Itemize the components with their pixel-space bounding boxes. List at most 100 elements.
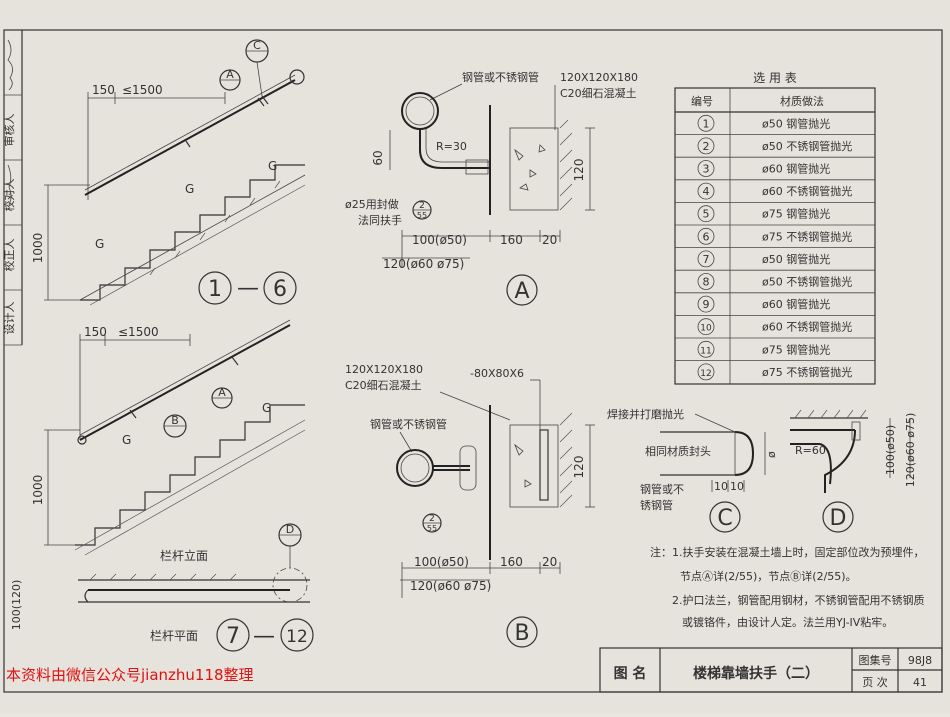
note-line-4: 或镀铬件，由设计人定。法兰用YJ-IV粘牢。 (682, 615, 893, 629)
row-number: 9 (703, 298, 710, 311)
row-number-circle (697, 160, 715, 177)
dim-v2: 120(ø60 ø75) (904, 413, 917, 488)
dim-120-v: 120 (572, 159, 586, 182)
dim-160: 160 (500, 233, 523, 247)
row-number-circle (697, 273, 715, 290)
ref-num: 2 (419, 201, 425, 211)
label-plate: -80X80X6 (470, 367, 524, 380)
title-block: 图 名 楼梯靠墙扶手（二） 图集号 98J8 页 次 41 (599, 647, 943, 693)
label-G: G (268, 159, 277, 173)
range-start: 7 (226, 624, 240, 649)
row-number: 6 (703, 230, 710, 243)
row-spec: ø75 钢管抛光 (762, 207, 830, 221)
row-number-circle (697, 227, 715, 245)
dim-150: 150 (92, 83, 115, 97)
dim-120-total: 120(ø60 ø75) (410, 579, 491, 593)
range-start-circle (216, 618, 250, 652)
row-number-circle (697, 182, 715, 200)
tag-A: A (226, 68, 234, 81)
detail-A: 钢管或不锈钢管 120X120X180 C20细石混凝土 R=30 60 120… (345, 70, 638, 306)
row-number: 4 (703, 185, 710, 198)
row-number: 11 (700, 346, 711, 356)
signature-mark (7, 164, 12, 206)
row-number-circle (697, 205, 715, 223)
dim-120-total: 120(ø60 ø75) (383, 257, 464, 271)
row-spec: ø60 不锈钢管抛光 (762, 320, 852, 334)
dim-20: 20 (542, 555, 557, 569)
signature-mark (7, 39, 13, 91)
label-weld: 焊接并打磨抛光 (607, 407, 684, 421)
label-concrete: C20细石混凝土 (560, 86, 637, 100)
label-G: G (185, 182, 194, 196)
row-spec: ø60 钢管抛光 (762, 297, 830, 311)
stamp-label-2: 校对人 (2, 179, 16, 212)
row-number: 12 (700, 369, 711, 379)
row-spec: ø60 不锈钢管抛光 (762, 184, 852, 198)
detail-tag: C (717, 506, 732, 531)
dim-150: 150 (84, 325, 107, 339)
dim-60: 60 (371, 150, 385, 165)
tag-B: B (171, 414, 179, 427)
label-G: G (262, 401, 271, 415)
label-block: 120X120X180 (345, 363, 423, 376)
row-number: 3 (703, 163, 710, 176)
atlas-no: 98J8 (908, 654, 932, 667)
row-number: 5 (703, 208, 710, 221)
dim-v1: 100(ø50) (884, 425, 897, 475)
row-number-circle (697, 137, 715, 155)
range-end-circle (263, 271, 297, 305)
note-line-2: 节点Ⓐ详(2/55)，节点Ⓑ详(2/55)。 (680, 569, 857, 583)
detail-B: 120X120X180 C20细石混凝土 -80X80X6 钢管或不锈钢管 12… (345, 363, 595, 648)
caption-plan: 栏杆平面 (150, 628, 198, 643)
label-cap: 相同材质封头 (645, 444, 711, 458)
caption-elevation: 栏杆立面 (160, 548, 208, 563)
range-sep: — (237, 276, 259, 301)
row-number-circle (697, 340, 715, 358)
row-spec: ø50 不锈钢管抛光 (762, 275, 852, 289)
detail-tag-circle (506, 616, 538, 648)
range-end: 6 (273, 277, 287, 302)
ref-den: 55 (417, 211, 427, 220)
header-no: 编号 (691, 94, 713, 108)
detail-C: 焊接并打磨抛光 相同材质封头 ø 钢管或不 锈钢管 10 10 C (607, 407, 778, 533)
title-label: 图 名 (614, 665, 647, 682)
dim-20: 20 (542, 233, 557, 247)
table-title: 选 用 表 (753, 71, 797, 85)
header-spec: 材质做法 (780, 94, 824, 108)
note-line-3: 2.护口法兰，钢管配用钢材，不锈钢管配用不锈钢质 (672, 593, 925, 607)
label-G: G (122, 433, 131, 447)
sheet-frame (3, 29, 943, 693)
row-number-circle (697, 318, 715, 336)
range-start: 1 (208, 277, 222, 302)
atlas-label: 图集号 (859, 653, 892, 667)
row-number-circle (697, 295, 715, 313)
dim-120-v: 120 (572, 456, 586, 479)
stamp-label-4: 设计人 (3, 302, 16, 335)
detail-tag-circle (506, 274, 538, 306)
row-number-circle (697, 114, 715, 132)
side-stamp: 审核人 校对人 校正人 设计人 (2, 30, 23, 346)
label-block: 120X120X180 (560, 71, 638, 84)
range-end: 12 (286, 627, 308, 647)
row-spec: ø50 钢管抛光 (762, 116, 830, 130)
row-number: 10 (700, 324, 712, 334)
elevation-bottom: 150 ≤1500 1000 G G A B 栏杆立面 (10, 319, 314, 652)
dim-1500: ≤1500 (118, 325, 159, 339)
label-pipe: 钢管或不锈钢管 (370, 417, 447, 431)
stamp-label-1: 审核人 (2, 114, 16, 147)
dim-1000: 1000 (31, 233, 45, 264)
elevation-top: 150 ≤1500 1000 G G G C A (31, 39, 306, 306)
row-spec: ø75 钢管抛光 (762, 342, 830, 356)
row-spec: ø50 钢管抛光 (762, 252, 830, 266)
detail-tag: D (830, 506, 847, 531)
plan-dim: 100(120) (10, 580, 23, 631)
notes: 注：1.扶手安装在混凝土墙上时，固定部位改为预埋件， 节点Ⓐ详(2/55)，节点… (650, 545, 925, 629)
range-end-circle (280, 618, 314, 652)
drawing-title: 楼梯靠墙扶手（二） (693, 665, 819, 682)
dim-10b: 10 (730, 480, 744, 493)
handrail-section (396, 449, 434, 487)
dim-1000: 1000 (31, 475, 45, 506)
